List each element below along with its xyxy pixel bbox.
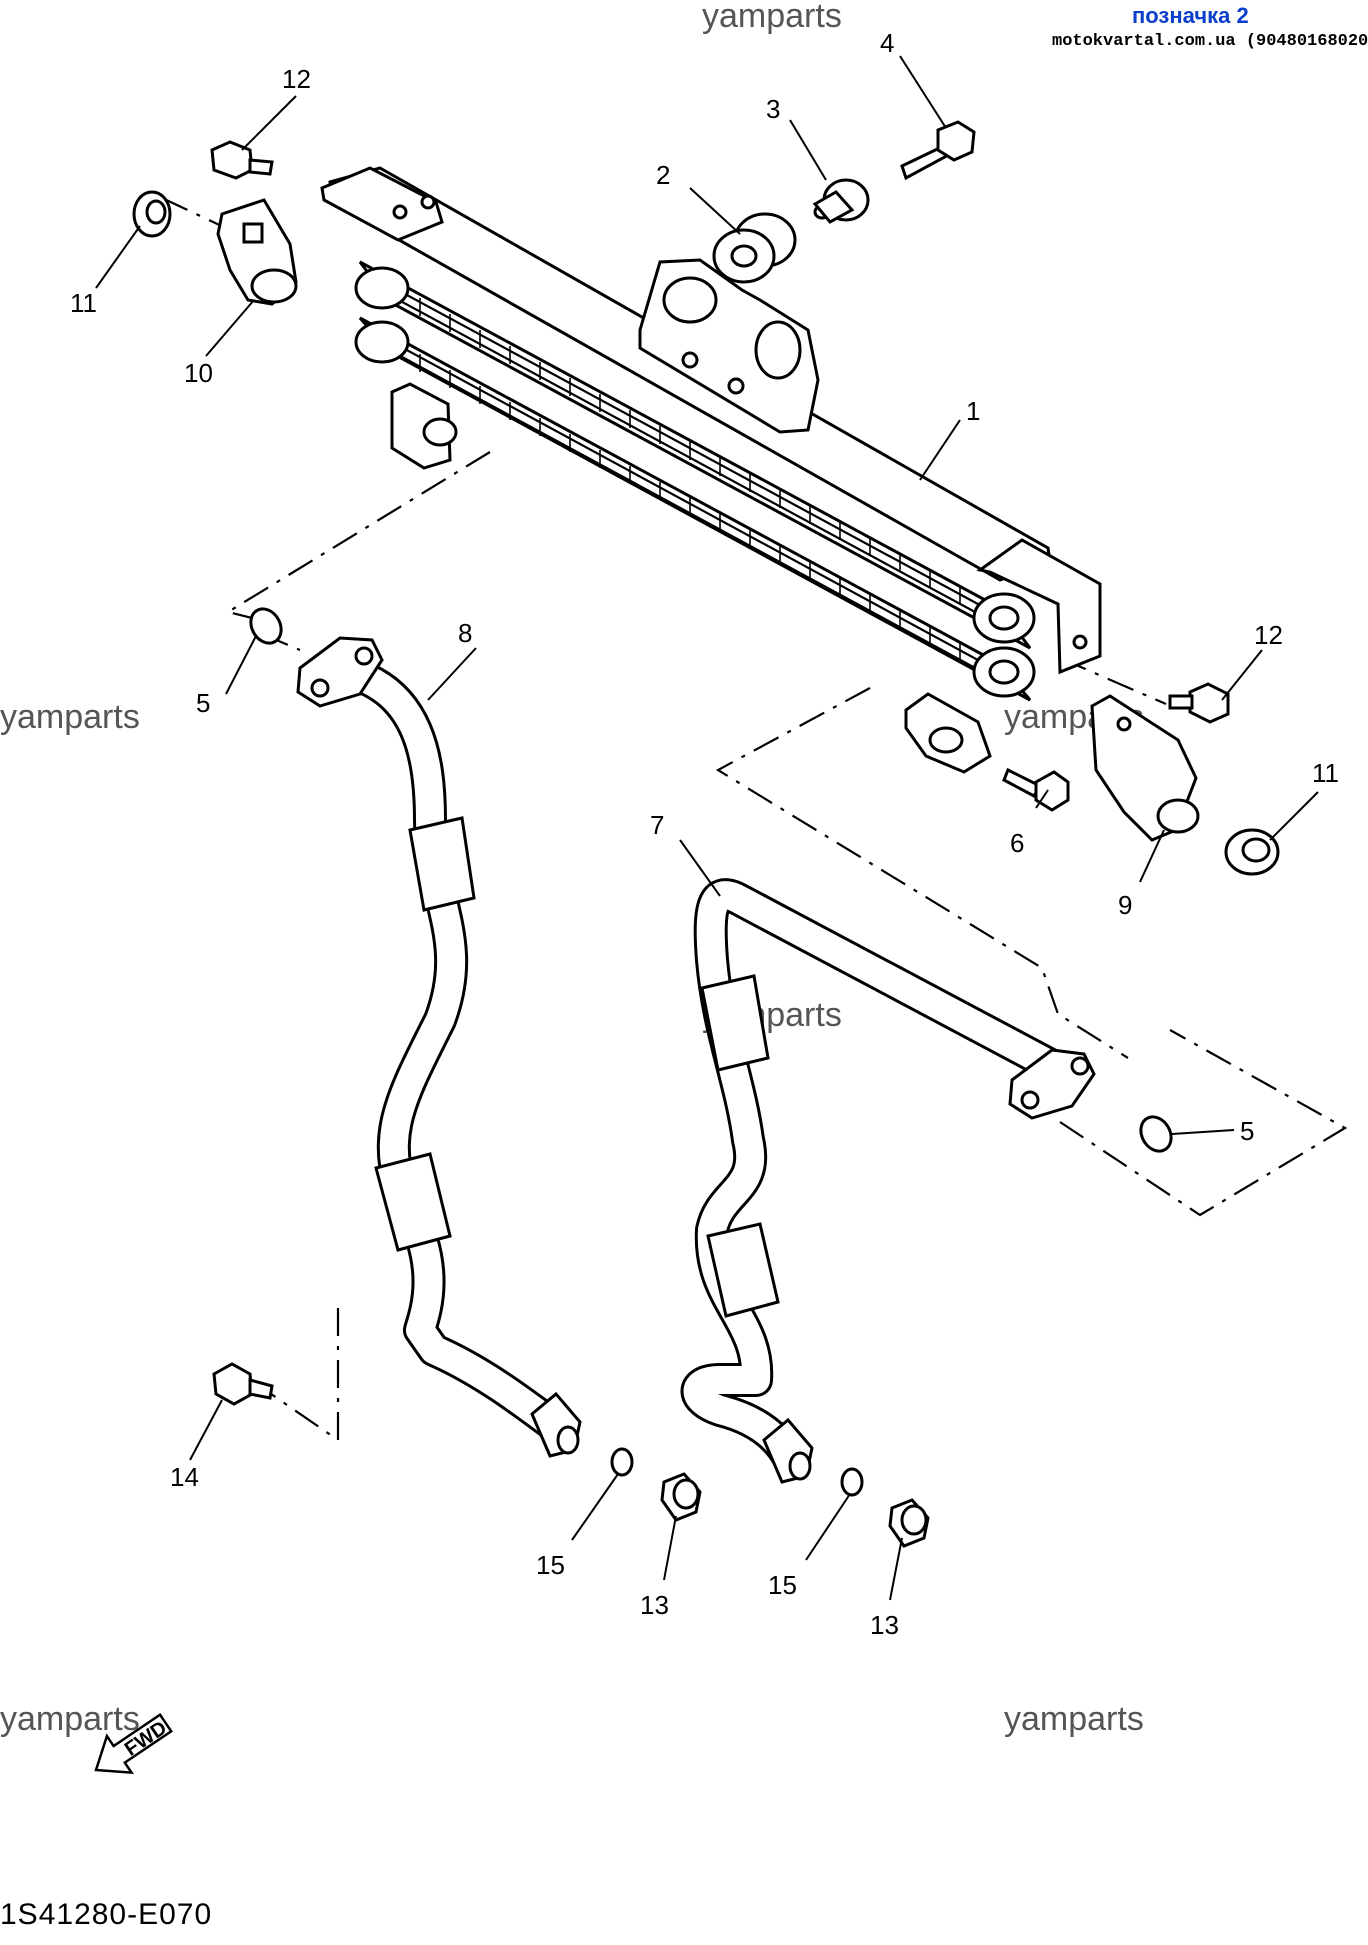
callout-2: 2 <box>656 160 670 190</box>
callout-15-left: 15 <box>536 1550 565 1580</box>
bolt-6 <box>1002 767 1070 812</box>
callout-8: 8 <box>458 618 472 648</box>
callout-numbers: 1 2 3 4 5 5 6 7 8 9 10 11 11 12 12 13 13… <box>70 28 1339 1640</box>
watermark-bottom-left: yamparts <box>0 1700 140 1738</box>
cooler-fins-lower <box>369 329 1013 689</box>
callout-6: 6 <box>1010 828 1024 858</box>
watermark-bottom-right: yamparts <box>1004 1700 1144 1738</box>
watermark-left-mid: yamparts <box>0 698 140 736</box>
cooler-fins-upper <box>369 274 1013 633</box>
watermark-top: yamparts <box>702 0 842 35</box>
callout-10: 10 <box>184 358 213 388</box>
dowel-13-right <box>888 1498 930 1548</box>
oil-cooler-core <box>320 166 1102 774</box>
bolt-14 <box>212 1362 274 1406</box>
callout-14: 14 <box>170 1462 199 1492</box>
callout-4: 4 <box>880 28 894 58</box>
cooler-fin-hatching <box>419 298 961 660</box>
o-ring-5-lower <box>1139 1115 1173 1153</box>
callout-5-upper: 5 <box>196 688 210 718</box>
stamp-label: позначка 2 <box>1132 3 1249 28</box>
bracket-9 <box>1090 694 1200 842</box>
o-ring-5-upper <box>249 607 283 645</box>
callout-1: 1 <box>966 396 980 426</box>
collar <box>812 178 870 224</box>
dowel-13-left <box>660 1472 702 1522</box>
callout-11-lower: 11 <box>1312 758 1339 788</box>
o-ring-15-right <box>840 1467 864 1497</box>
leader-lines <box>95 55 1319 1601</box>
callout-12-upper: 12 <box>282 64 311 94</box>
callout-5-lower: 5 <box>1240 1116 1254 1146</box>
bolt-4 <box>900 120 976 181</box>
callout-11-upper: 11 <box>70 288 97 318</box>
o-ring-15-left <box>610 1447 634 1477</box>
grommet <box>712 212 797 284</box>
callout-9: 9 <box>1118 890 1132 920</box>
stamp-site: motokvartal.com.ua (904801680200) <box>1052 32 1368 51</box>
callout-13-left: 13 <box>640 1590 669 1620</box>
callout-15-right: 15 <box>768 1570 797 1600</box>
bolt-12-upper <box>210 140 274 180</box>
grommet-11-lower <box>1224 828 1280 876</box>
catalog-code: 1S41280-E070 <box>0 1898 212 1931</box>
grommet-11-upper <box>132 190 172 238</box>
callout-3: 3 <box>766 94 780 124</box>
callout-13-right: 13 <box>870 1610 899 1640</box>
callout-7: 7 <box>650 810 664 840</box>
bracket-10 <box>216 198 298 306</box>
bolt-12-lower <box>1168 682 1230 724</box>
oil-hose-8 <box>296 636 582 1458</box>
oil-hose-7 <box>680 878 1096 1484</box>
callout-12-lower: 12 <box>1254 620 1283 650</box>
